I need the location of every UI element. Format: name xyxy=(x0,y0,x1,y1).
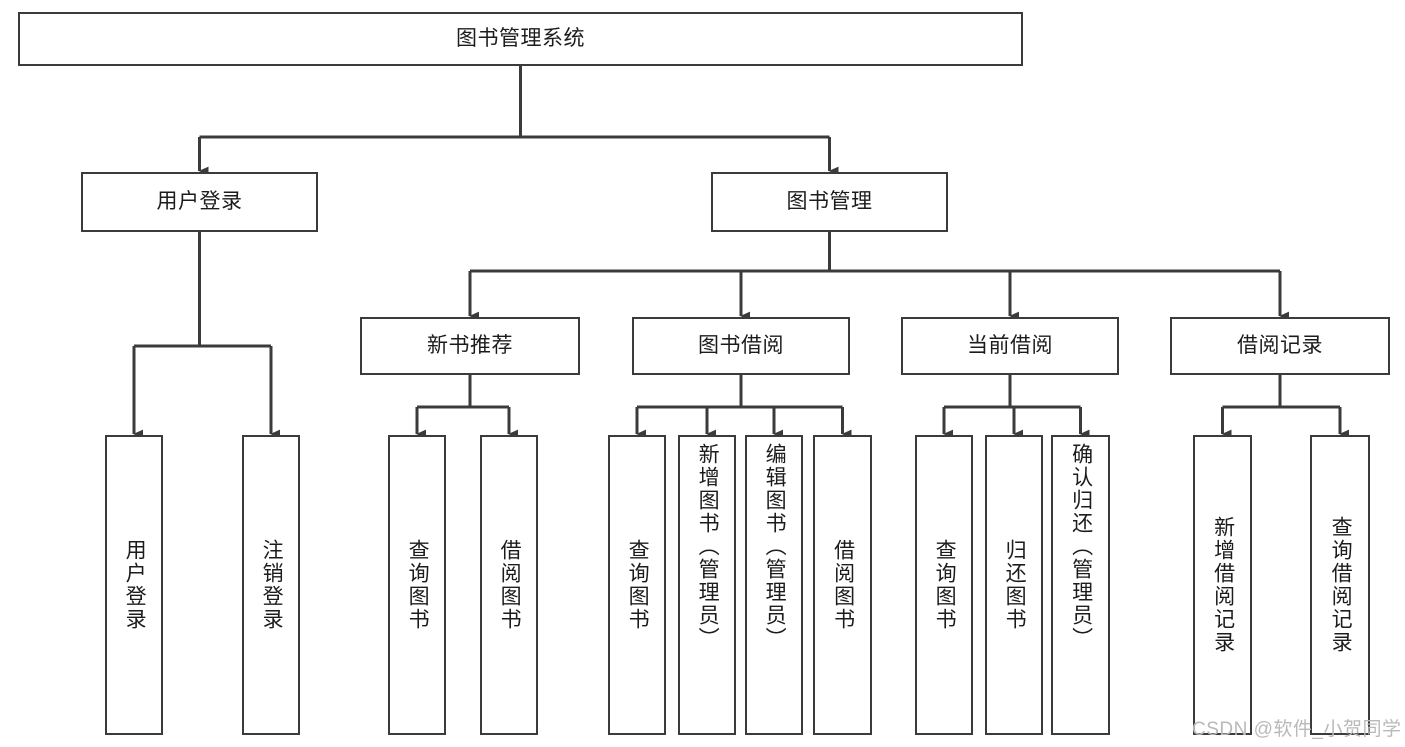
node-leaf-query-book-3[interactable]: 查询图书 xyxy=(915,435,973,735)
node-leaf-borrow-book-1[interactable]: 借阅图书 xyxy=(480,435,538,735)
node-root-label: 图书管理系统 xyxy=(456,26,585,50)
node-leaf-borrow-book-2-label: 借阅图书 xyxy=(831,539,855,631)
node-leaf-add-book-label: 新增图书（管理员） xyxy=(696,443,720,650)
node-leaf-query-book-1[interactable]: 查询图书 xyxy=(388,435,446,735)
node-leaf-logout[interactable]: 注销登录 xyxy=(242,435,300,735)
node-new-book-recommend[interactable]: 新书推荐 xyxy=(360,317,580,375)
node-leaf-confirm-return[interactable]: 确认归还（管理员） xyxy=(1051,435,1110,735)
node-user-login[interactable]: 用户登录 xyxy=(81,172,318,232)
node-leaf-edit-book-label: 编辑图书（管理员） xyxy=(763,443,787,650)
node-leaf-confirm-return-label: 确认归还（管理员） xyxy=(1069,443,1093,650)
node-new-book-recommend-label: 新书推荐 xyxy=(427,333,513,357)
node-leaf-query-book-2[interactable]: 查询图书 xyxy=(608,435,666,735)
node-current-borrow[interactable]: 当前借阅 xyxy=(901,317,1119,375)
node-leaf-user-login[interactable]: 用户登录 xyxy=(105,435,163,735)
node-leaf-user-login-label: 用户登录 xyxy=(123,539,147,631)
node-borrow-record-label: 借阅记录 xyxy=(1237,333,1323,357)
node-book-management[interactable]: 图书管理 xyxy=(711,172,948,232)
node-book-borrow[interactable]: 图书借阅 xyxy=(632,317,850,375)
node-current-borrow-label: 当前借阅 xyxy=(967,333,1053,357)
node-leaf-edit-book[interactable]: 编辑图书（管理员） xyxy=(745,435,803,735)
node-book-borrow-label: 图书借阅 xyxy=(698,333,784,357)
node-leaf-return-book[interactable]: 归还图书 xyxy=(985,435,1043,735)
node-leaf-logout-label: 注销登录 xyxy=(260,539,284,631)
node-leaf-add-record[interactable]: 新增借阅记录 xyxy=(1193,435,1252,735)
node-leaf-query-record[interactable]: 查询借阅记录 xyxy=(1310,435,1370,735)
node-leaf-add-book[interactable]: 新增图书（管理员） xyxy=(678,435,736,735)
node-user-login-label: 用户登录 xyxy=(156,189,243,213)
node-leaf-return-book-label: 归还图书 xyxy=(1003,539,1027,631)
node-leaf-query-book-1-label: 查询图书 xyxy=(406,539,430,631)
csdn-watermark: CSDN @软件_小贺同学 xyxy=(1192,719,1402,740)
node-borrow-record[interactable]: 借阅记录 xyxy=(1170,317,1390,375)
node-leaf-borrow-book-2[interactable]: 借阅图书 xyxy=(813,435,872,735)
node-leaf-borrow-book-1-label: 借阅图书 xyxy=(498,539,522,631)
node-leaf-query-record-label: 查询借阅记录 xyxy=(1329,516,1353,654)
node-leaf-add-record-label: 新增借阅记录 xyxy=(1211,516,1235,654)
node-leaf-query-book-3-label: 查询图书 xyxy=(933,539,957,631)
node-leaf-query-book-2-label: 查询图书 xyxy=(626,539,650,631)
node-root[interactable]: 图书管理系统 xyxy=(18,12,1023,66)
node-book-management-label: 图书管理 xyxy=(786,189,873,213)
